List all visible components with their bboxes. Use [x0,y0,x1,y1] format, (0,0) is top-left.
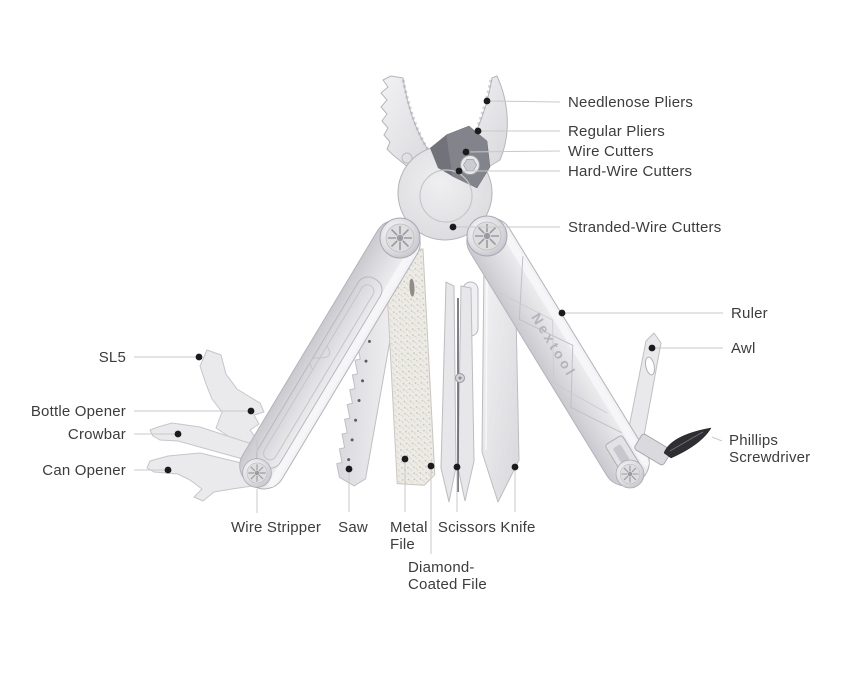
phillips-screwdriver-bit [634,427,712,466]
label-scissors: Scissors [437,519,497,536]
label-ruler: Ruler [731,305,768,322]
label-wire-cutters: Wire Cutters [568,143,654,160]
label-awl: Awl [731,340,756,357]
label-knife: Knife [500,519,536,536]
wire-cutter-block [430,135,452,176]
left-handle [239,219,421,490]
right-handle: Nextool [466,217,650,487]
label-sl5: SL5 [98,349,126,366]
label-crowbar: Crowbar [67,426,126,443]
pliers-head [380,75,508,241]
pivot-screw-bottom-right [615,459,645,489]
label-stranded-wire-cutters: Stranded-Wire Cutters [568,219,722,236]
pivot-screw-bottom-left [242,458,272,488]
label-regular-pliers: Regular Pliers [568,123,666,140]
can-opener-tool [146,452,255,502]
pivot-screw-top-left [379,217,421,259]
label-can-opener: Can Opener [42,462,126,479]
pivot-screw-top-right [466,215,508,257]
label-saw: Saw [338,519,368,536]
label-metal-file: Metal File [390,519,428,553]
scissors-tool [440,281,475,503]
label-needlenose-pliers: Needlenose Pliers [568,94,694,111]
label-diamond-coated-file: Diamond- Coated File [408,559,487,593]
label-bottle-opener: Bottle Opener [30,403,126,420]
label-phillips-screwdriver: Phillips Screwdriver [729,432,811,466]
label-wire-stripper: Wire Stripper [230,519,322,536]
leader-lines [134,100,723,554]
label-hard-wire-cutters: Hard-Wire Cutters [568,163,693,180]
callout-dots [164,97,656,474]
